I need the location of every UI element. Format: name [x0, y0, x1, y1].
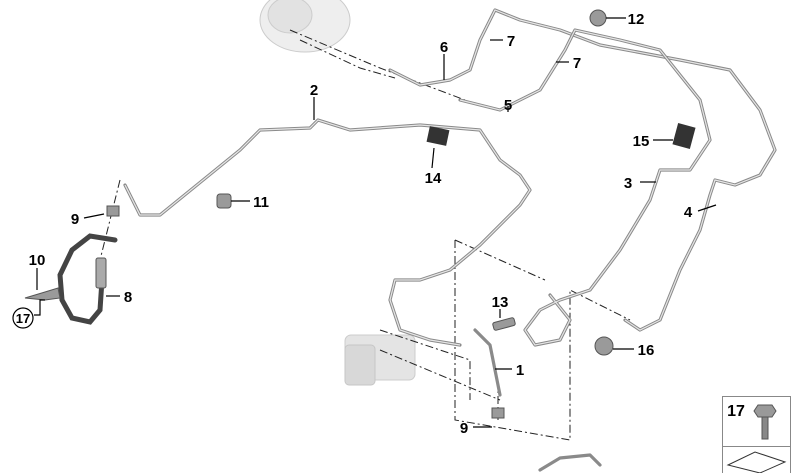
callout-leader-lines	[34, 17, 717, 428]
callout-8: 8	[124, 289, 132, 306]
brake-booster-illustration	[259, 0, 351, 53]
callout-15: 15	[633, 133, 650, 150]
callout-2: 2	[310, 82, 318, 99]
callout-6: 6	[440, 39, 448, 56]
callout-14: 14	[425, 170, 442, 187]
callout-9a: 9	[71, 211, 79, 228]
callout-17-circled: 17	[16, 311, 30, 326]
brake-pipes	[57, 8, 777, 472]
bolt-icon	[753, 404, 777, 440]
washer-icon	[726, 451, 787, 473]
callout-7a: 7	[507, 33, 515, 50]
callout-13: 13	[492, 294, 509, 311]
callout-10: 10	[29, 252, 46, 269]
part-17-legend-box: 17	[722, 396, 791, 473]
small-parts	[24, 9, 696, 419]
abs-unit-illustration	[344, 334, 416, 386]
callout-4: 4	[684, 204, 693, 221]
callout-17-circle	[12, 307, 34, 329]
callout-12: 12	[628, 11, 645, 28]
callout-11: 11	[253, 194, 269, 211]
callout-9b: 9	[460, 420, 468, 437]
callout-5: 5	[504, 97, 512, 114]
callout-3: 3	[624, 175, 632, 192]
callout-7b: 7	[573, 55, 581, 72]
callout-1: 1	[516, 362, 524, 379]
callout-16: 16	[638, 342, 655, 359]
legend-17-label: 17	[727, 403, 745, 420]
